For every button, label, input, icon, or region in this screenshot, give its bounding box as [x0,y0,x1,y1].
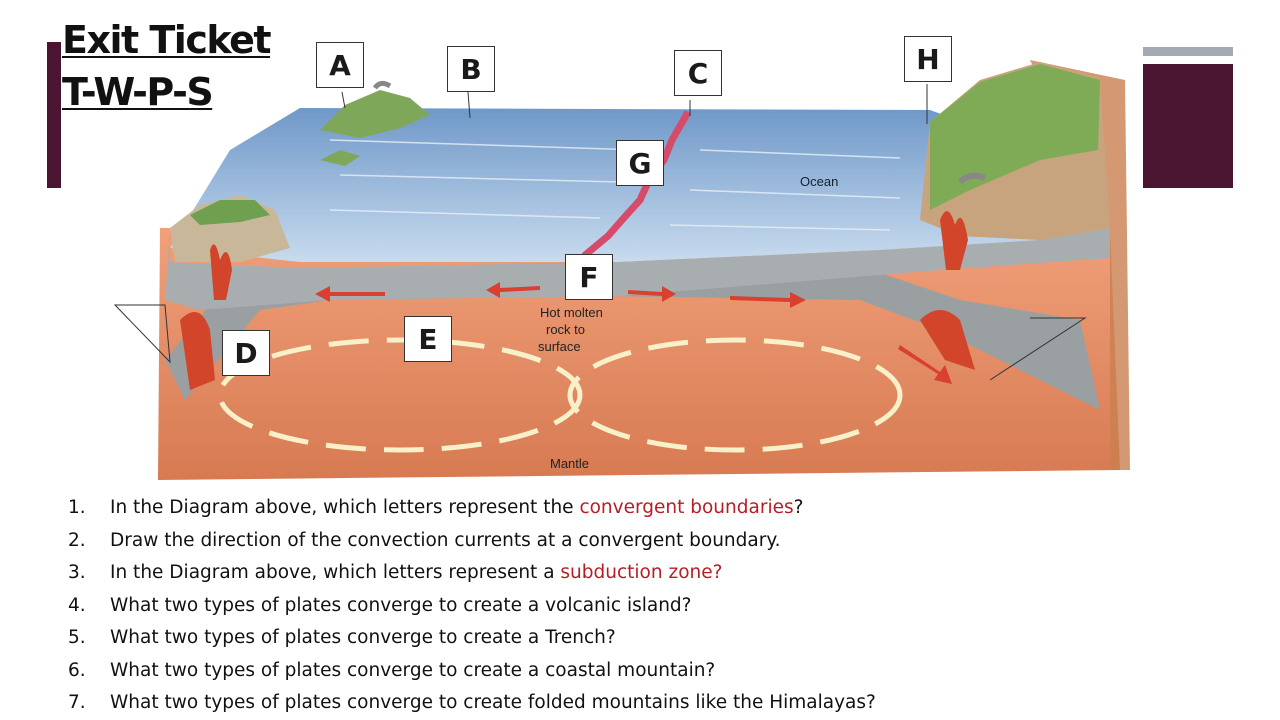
mantle-label: Mantle [550,456,589,471]
label-e: E [404,316,452,362]
label-d: D [222,330,270,376]
left-accent-bar [47,42,61,188]
label-a: A [316,42,364,88]
right-accent-grey-bar [1143,47,1233,56]
highlight-text: convergent boundaries [579,497,794,518]
question-list: 1.In the Diagram above, which letters re… [68,492,876,720]
question-item: 7.What two types of plates converge to c… [68,692,876,713]
question-item: 4.What two types of plates converge to c… [68,594,692,616]
label-f: F [565,254,613,300]
question-item: 3.In the Diagram above, which letters re… [68,562,723,583]
hot-molten-label-1: Hot molten [540,305,603,320]
right-accent-bar [1143,64,1233,188]
oceanic-plate [165,262,1100,410]
hot-molten-label-3: surface [538,339,581,354]
convection-currents [217,337,903,453]
page-title: Exit Ticket T-W-P-S [62,14,272,118]
question-item: 6.What two types of plates converge to c… [68,659,716,681]
label-b: B [447,46,495,92]
ocean-label: Ocean [800,174,838,189]
plate-arrows [315,282,952,384]
title-line-1: Exit Ticket [62,18,272,62]
question-item: 2.Draw the direction of the convection c… [68,529,781,551]
ocean-surface [170,108,1040,262]
label-g: G [616,140,664,186]
island-a [320,90,430,138]
hot-molten-label-2: rock to [546,322,585,337]
label-h: H [904,36,952,82]
question-item: 1.In the Diagram above, which letters re… [68,497,804,518]
question-item: 5.What two types of plates converge to c… [68,627,616,648]
title-line-2: T-W-P-S [62,70,214,114]
mid-ocean-ridge [581,110,692,259]
label-c: C [674,50,722,96]
highlight-text: subduction zone? [560,562,723,583]
